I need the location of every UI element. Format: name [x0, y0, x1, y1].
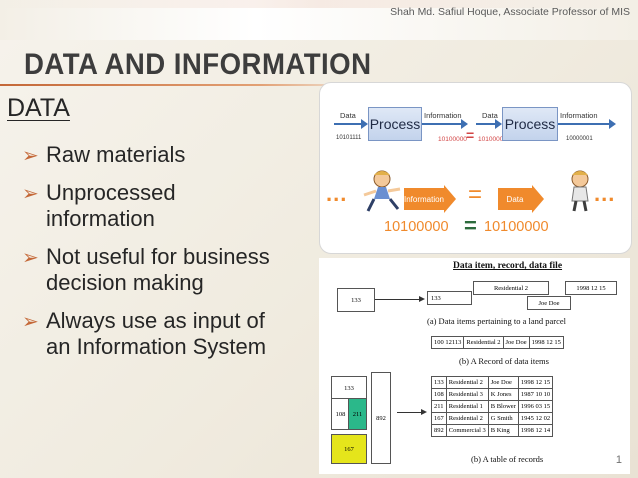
process-box: Process — [502, 107, 558, 141]
table-cell: 1987 10 10 — [517, 388, 554, 401]
arrow-icon — [476, 119, 502, 129]
table-cell: Commercial 3 — [445, 424, 489, 437]
data-label: Data — [340, 111, 356, 120]
bullet-text: Raw materials — [46, 142, 186, 167]
table-cell: G Smith — [487, 412, 519, 425]
table-cell: 1998 12 15 — [517, 376, 554, 389]
caption-b: (b) A Record of data items — [459, 356, 549, 366]
data-item-cell: Residential 2 — [473, 281, 549, 295]
equals-sign: = — [466, 127, 475, 143]
caption-a: (a) Data items pertaining to a land parc… — [427, 316, 567, 326]
bullet-item: ➢ Always use as input of an Information … — [22, 308, 332, 360]
bullet-item: ➢ Raw materials — [22, 142, 332, 168]
stack-cell: 167 — [331, 434, 367, 464]
ellipsis-right: ... — [594, 181, 616, 206]
table-cell: K Jones — [487, 388, 519, 401]
arrowhead-icon — [419, 296, 425, 302]
stack-cell: 892 — [371, 372, 391, 464]
stack-cell: 133 — [331, 376, 367, 400]
table-row: 211 Residential 1 B Blower 1996 03 15 — [431, 400, 554, 413]
records-table: 133 Residential 2 Joe Doe 1998 12 15 108… — [431, 376, 554, 437]
bullet-text: Unprocessed — [46, 180, 176, 205]
table-row: 167 Residential 2 G Smith 1945 12 02 — [431, 412, 554, 425]
table-row: 100 12113 Residential 2 Joe Doe 1998 12 … — [430, 336, 564, 349]
bullet-list: ➢ Raw materials ➢ Unprocessed informatio… — [22, 142, 332, 372]
table-cell: Joe Doe — [502, 336, 530, 349]
information-label: Information — [560, 111, 598, 120]
binary-big-left: 10100000 — [384, 219, 449, 235]
table-cell: 167 — [431, 412, 447, 425]
bullet-item: ➢ Not useful for business decision makin… — [22, 244, 332, 296]
slide-title: DATA AND INFORMATION — [24, 48, 372, 81]
process-box: Process — [368, 107, 422, 141]
table-cell: 892 — [431, 424, 447, 437]
table-cell: 1998 12 14 — [517, 424, 554, 437]
arrow-icon — [334, 119, 368, 129]
connector-line — [375, 299, 419, 300]
arrow-bullet-icon: ➢ — [22, 145, 39, 167]
header-band — [0, 0, 638, 40]
table-cell: 133 — [431, 376, 447, 389]
records-title: Data item, record, data file — [453, 261, 563, 271]
table-cell: 211 — [431, 400, 447, 413]
arrowhead-icon — [421, 409, 427, 415]
process-diagram: Data 10101111 Process Information 101000… — [319, 82, 632, 254]
table-cell: 100 12113 — [430, 336, 465, 349]
table-cell: B Blower — [487, 400, 519, 413]
binary-mid-left: 10100000 — [438, 136, 467, 143]
bullet-text: decision making — [46, 270, 204, 295]
bullet-text: an Information System — [46, 334, 267, 359]
table-row: 108 Residential 3 K Jones 1987 10 10 — [431, 388, 554, 401]
arrow-icon — [422, 119, 468, 129]
table-cell: Joe Doe — [487, 376, 519, 389]
records-diagram: Data item, record, data file 133 133 Res… — [319, 258, 630, 474]
table-cell: Residential 3 — [445, 388, 489, 401]
connector-line — [397, 412, 421, 413]
data-item-box: 133 — [337, 288, 375, 312]
record-table: 100 12113 Residential 2 Joe Doe 1998 12 … — [430, 336, 564, 349]
equals-sign: = — [468, 181, 483, 208]
stack-cell: 108 — [331, 398, 350, 430]
table-row: 133 Residential 2 Joe Doe 1998 12 15 — [431, 376, 554, 389]
table-cell: Residential 2 — [445, 376, 489, 389]
stack-cell: 211 — [348, 398, 367, 430]
section-heading: DATA — [7, 94, 70, 122]
table-cell: Residential 2 — [445, 412, 489, 425]
caption-c: (b) A table of records — [471, 454, 544, 464]
arrow-icon — [558, 119, 616, 129]
ellipsis-left: ... — [326, 181, 348, 206]
person-right-icon — [560, 169, 600, 213]
person-left-icon — [360, 169, 406, 213]
data-item-cell: 1998 12 15 — [565, 281, 617, 295]
arrow-bullet-icon: ➢ — [22, 247, 39, 269]
binary-big-right: 10100000 — [484, 219, 549, 235]
bullet-text: information — [46, 206, 155, 231]
equals-sign: = — [464, 213, 477, 238]
arrow-bullet-icon: ➢ — [22, 311, 39, 333]
data-item-cell: 133 — [427, 291, 472, 305]
bullet-item: ➢ Unprocessed information — [22, 180, 332, 232]
data-item-cell: Joe Doe — [527, 296, 571, 310]
page-number: 1 — [615, 454, 622, 466]
arrow-bullet-icon: ➢ — [22, 183, 39, 205]
table-cell: Residential 2 — [463, 336, 504, 349]
table-cell: 108 — [431, 388, 447, 401]
information-arrow: Information — [404, 185, 456, 213]
binary-mid-right: 10100000 — [478, 136, 507, 143]
table-cell: 1998 12 15 — [528, 336, 564, 349]
information-label: Information — [424, 111, 462, 120]
data-label: Data — [482, 111, 498, 120]
data-arrow: Data — [498, 185, 544, 213]
table-cell: Residential 1 — [445, 400, 489, 413]
bullet-text: Always use as input of — [46, 308, 265, 333]
table-cell: B King — [487, 424, 519, 437]
author-credit: Shah Md. Safiul Hoque, Associate Profess… — [390, 6, 630, 18]
table-row: 892 Commercial 3 B King 1998 12 14 — [431, 424, 554, 437]
title-underline — [0, 84, 370, 86]
binary-input: 10101111 — [336, 135, 362, 141]
binary-output: 10000001 — [566, 136, 593, 142]
table-cell: 1996 03 15 — [517, 400, 554, 413]
table-cell: 1945 12 02 — [517, 412, 554, 425]
bullet-text: Not useful for business — [46, 244, 270, 269]
